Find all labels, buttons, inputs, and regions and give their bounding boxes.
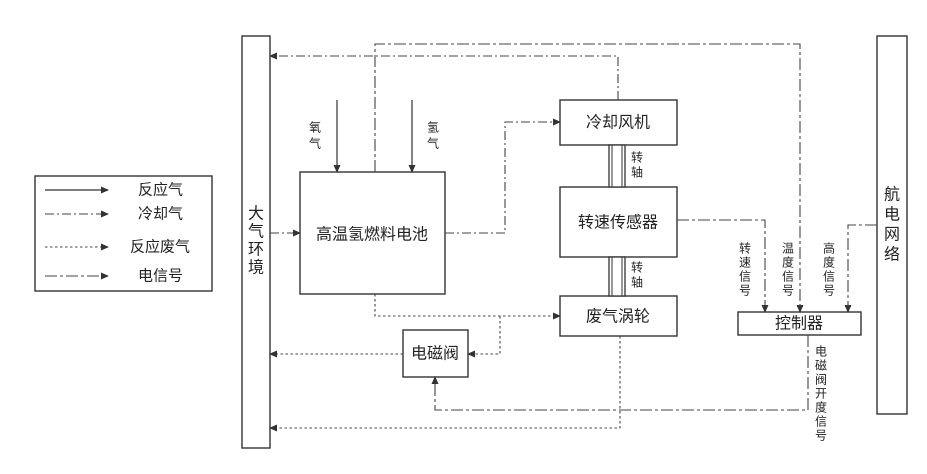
aviation-grid-char-2: 电 bbox=[884, 205, 900, 224]
valve-signal-label: 电 磁 阀 开 度 信 号 bbox=[815, 345, 827, 443]
legend-label-cooling-gas: 冷却气 bbox=[138, 205, 183, 223]
legend-label-reaction-gas: 反应气 bbox=[138, 181, 183, 199]
solenoid-valve-label: 电磁阀 bbox=[411, 344, 459, 363]
cooling-fan-label: 冷却风机 bbox=[586, 113, 650, 132]
hydrogen-char-1: 氢 bbox=[427, 120, 439, 135]
oxygen-input: 氧 气 bbox=[309, 100, 337, 172]
aviation-grid-char-1: 航 bbox=[884, 185, 900, 204]
valve-signal-char-7: 号 bbox=[815, 429, 827, 443]
altitude-signal-char-3: 信 bbox=[823, 270, 835, 284]
oxygen-char-1: 氧 bbox=[309, 121, 321, 135]
temp-signal-char-4: 号 bbox=[782, 284, 794, 298]
aviation-grid-char-3: 网 bbox=[884, 225, 900, 244]
shaft-lower-char-1: 转 bbox=[631, 260, 643, 275]
atmosphere-char-1: 大 bbox=[248, 204, 264, 223]
temp-signal-label: 温 度 信 号 bbox=[782, 242, 794, 298]
temp-signal-char-1: 温 bbox=[782, 242, 794, 256]
speed-signal-label: 转 速 信 号 bbox=[739, 241, 751, 298]
aviation-grid-char-4: 络 bbox=[884, 245, 900, 264]
fuel-cell-label: 高温氢燃料电池 bbox=[316, 225, 428, 244]
speed-signal-char-4: 号 bbox=[739, 284, 751, 298]
temp-signal-char-3: 信 bbox=[782, 270, 794, 284]
block-controller: 控制器 bbox=[738, 312, 861, 335]
shaft-upper: 转 轴 bbox=[609, 145, 643, 187]
block-aviation-grid: 航 电 网 络 bbox=[877, 36, 907, 414]
speed-sensor-label: 转速传感器 bbox=[578, 213, 658, 232]
speed-signal-char-1: 转 bbox=[739, 241, 751, 256]
valve-signal-char-6: 信 bbox=[815, 415, 827, 429]
atmosphere-char-4: 境 bbox=[248, 258, 264, 277]
block-turbine: 废气涡轮 bbox=[560, 296, 677, 336]
shaft-upper-char-1: 转 bbox=[631, 150, 643, 165]
turbine-label: 废气涡轮 bbox=[586, 307, 650, 326]
valve-signal-char-5: 度 bbox=[815, 400, 827, 415]
shaft-upper-char-2: 轴 bbox=[631, 165, 643, 180]
oxygen-char-2: 气 bbox=[309, 136, 321, 151]
block-speed-sensor: 转速传感器 bbox=[560, 187, 677, 257]
speed-signal-char-3: 信 bbox=[739, 270, 751, 284]
block-solenoid-valve: 电磁阀 bbox=[403, 330, 468, 377]
legend-frame bbox=[35, 176, 212, 291]
valve-signal-char-3: 阀 bbox=[815, 373, 827, 387]
valve-signal-char-2: 磁 bbox=[815, 358, 827, 373]
controller-label: 控制器 bbox=[775, 314, 823, 333]
hydrogen-char-2: 气 bbox=[427, 136, 439, 151]
altitude-signal-char-4: 号 bbox=[823, 284, 835, 298]
altitude-signal-label: 高 度 信 号 bbox=[823, 241, 835, 298]
atmosphere-char-2: 气 bbox=[248, 222, 264, 241]
legend-label-exhaust-gas: 反应废气 bbox=[130, 238, 190, 256]
hydrogen-input: 氢 气 bbox=[412, 100, 439, 172]
valve-signal-char-1: 电 bbox=[815, 345, 827, 359]
speed-signal-char-2: 速 bbox=[739, 256, 751, 270]
altitude-signal-char-2: 度 bbox=[823, 255, 835, 270]
block-cooling-fan: 冷却风机 bbox=[560, 100, 677, 145]
legend: 反应气 冷却气 反应废气 电信号 bbox=[35, 176, 212, 291]
atmosphere-char-3: 环 bbox=[248, 240, 264, 259]
temp-signal-char-2: 度 bbox=[782, 255, 794, 270]
block-fuel-cell: 高温氢燃料电池 bbox=[300, 172, 445, 294]
shaft-lower: 转 轴 bbox=[609, 257, 643, 296]
shaft-lower-char-2: 轴 bbox=[631, 275, 643, 290]
legend-label-electric-signal: 电信号 bbox=[138, 267, 183, 285]
block-atmosphere: 大 气 环 境 bbox=[242, 36, 270, 448]
valve-signal-char-4: 开 bbox=[815, 387, 827, 401]
altitude-signal-char-1: 高 bbox=[823, 241, 835, 256]
